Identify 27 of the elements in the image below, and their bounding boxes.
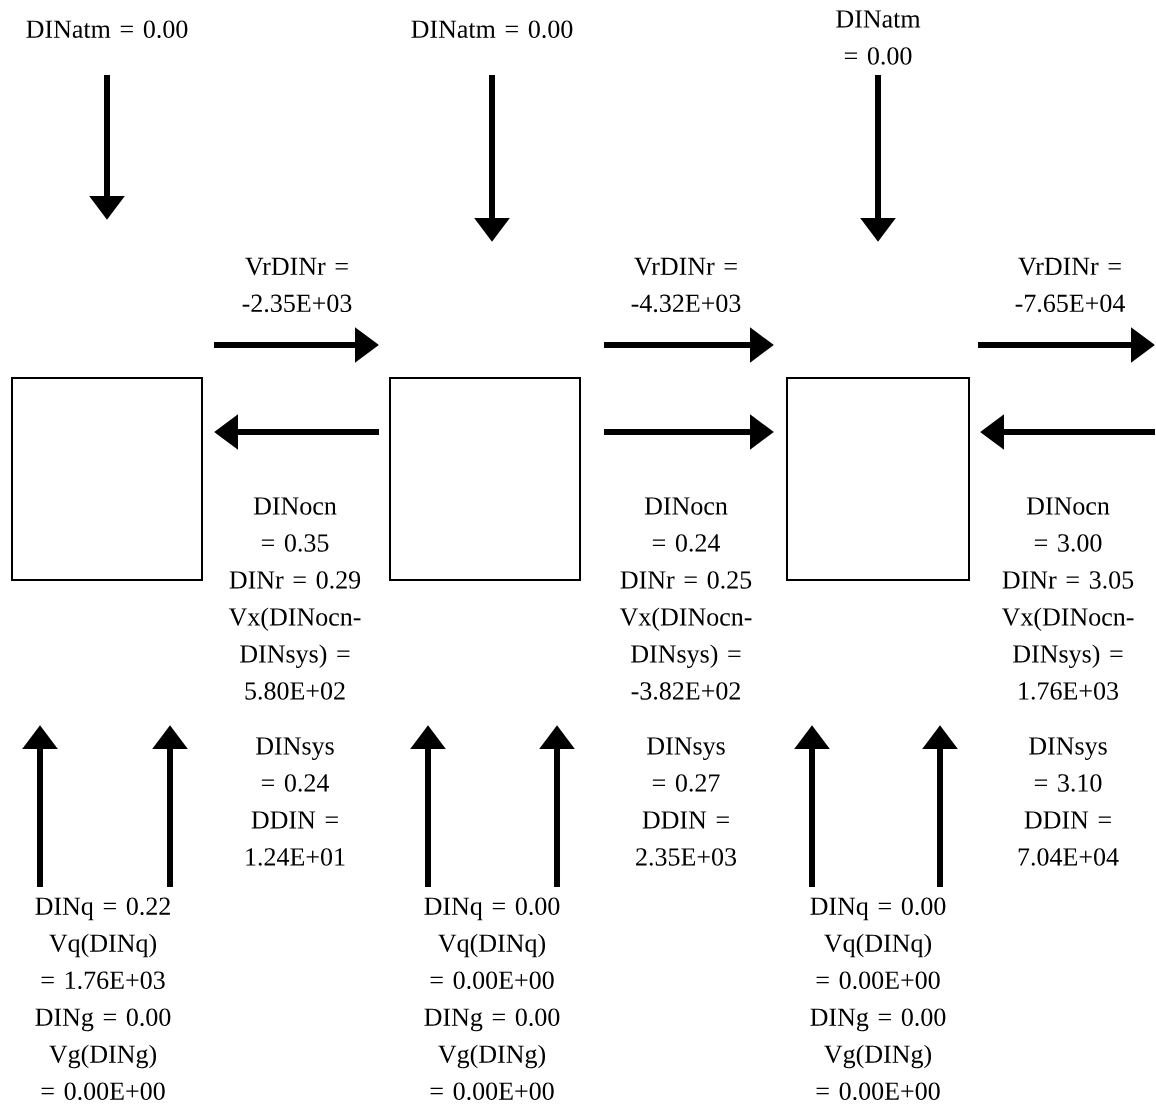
value-label: DINr = 0.25	[620, 571, 752, 589]
empty-box	[786, 377, 970, 581]
quantity-text: DINq = 0.22 Vq(DINq) = 1.76E+03 DINg = 0.00 Vg(DINg) = 0.00E+00	[35, 897, 171, 1101]
value-label: DINocn = 0.24	[644, 497, 728, 552]
empty-box	[11, 377, 203, 581]
edge-label: VrDINr = -7.65E+04	[993, 255, 1147, 315]
quantity-text: DINatm = 0.00	[836, 10, 921, 65]
quantity-text: DINatm = 0.00	[26, 20, 188, 39]
edge-label: VrDINr = -2.35E+03	[220, 255, 374, 315]
value-label: Vx(DINocn-DINsys) = 1.76E+03	[1001, 607, 1134, 700]
value-label: DINocn = 3.00	[1026, 497, 1110, 552]
value-label: DDIN = 7.04E+04	[1018, 811, 1119, 866]
empty-box	[389, 377, 581, 581]
quantity-text: DINq = 0.00 Vq(DINq) = 0.00E+00 DINg = 0.00 Vg(DINg) = 0.00E+00	[810, 897, 946, 1101]
value-label: DINsys = 0.27	[647, 737, 725, 792]
value-label: Vx(DINocn-DINsys) = 5.80E+02	[228, 607, 361, 700]
value-label: DINocn = 0.35	[253, 497, 337, 552]
value-label: DDIN = 2.35E+03	[636, 811, 736, 866]
quantity-text: DINatm = 0.00	[411, 20, 573, 39]
value-label: DINr = 0.29	[229, 571, 361, 589]
value-label: Vx(DINocn-DINsys) = -3.82E+02	[619, 607, 752, 700]
edge-label: VrDINr = -4.32E+03	[609, 255, 763, 315]
value-label: DINsys = 3.10	[1029, 737, 1107, 792]
value-label: DINr = 3.05	[1002, 571, 1134, 589]
value-label: DINsys = 0.24	[256, 737, 334, 792]
value-label: DDIN = 1.24E+01	[246, 811, 345, 866]
quantity-text: DINq = 0.00 Vq(DINq) = 0.00E+00 DINg = 0.00 Vg(DINg) = 0.00E+00	[424, 897, 560, 1101]
